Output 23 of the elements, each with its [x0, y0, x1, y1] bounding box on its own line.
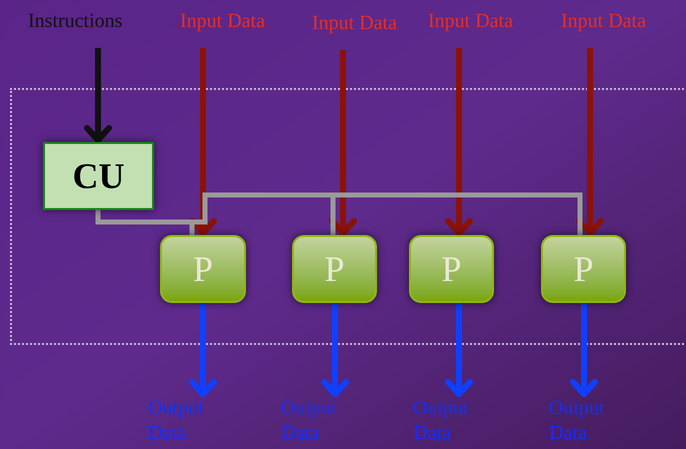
node-label: Input Data — [561, 6, 669, 34]
arrow — [329, 50, 357, 236]
arrow — [445, 48, 473, 236]
node-label: Input Data — [312, 8, 420, 36]
node-label: Input Data — [180, 6, 288, 34]
node-label: Output Data — [549, 396, 629, 446]
node-label: Instructions — [28, 6, 150, 34]
node-label: Input Data — [428, 6, 536, 34]
processor-box: P — [541, 235, 626, 303]
control-unit-box: CU — [43, 142, 154, 210]
processor-box: P — [409, 235, 494, 303]
arrow — [189, 303, 217, 397]
node-label: Output Data — [413, 396, 493, 446]
arrow — [576, 48, 604, 236]
arrow — [84, 48, 112, 143]
processor-box: P — [160, 235, 246, 303]
node-label: Output Data — [148, 396, 228, 446]
arrow — [445, 303, 473, 397]
node-label: Output Data — [281, 396, 361, 446]
processor-box: P — [292, 235, 377, 303]
arrow — [570, 303, 598, 397]
arrow — [321, 303, 349, 397]
arrow — [189, 48, 217, 236]
